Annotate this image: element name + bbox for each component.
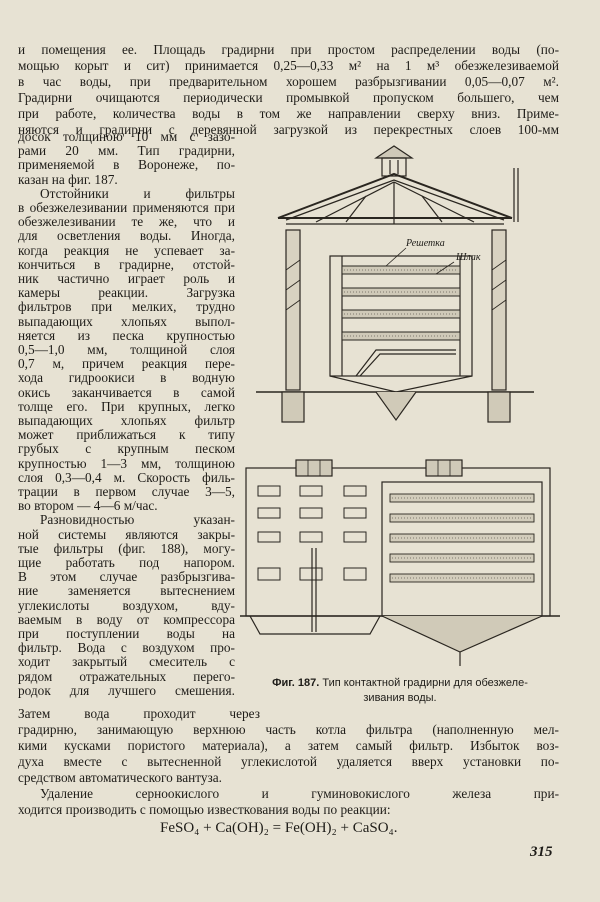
- text-line: Разновидностью указан-: [40, 512, 235, 528]
- caption-text: Тип контактной градирни для обезжеле-: [322, 677, 528, 689]
- reaction-formula: FeSO₄ + Ca(OH)₂ = Fe(OH)₂ + CaSO₄.: [160, 820, 398, 836]
- text-line: щие работать под напором.: [18, 555, 235, 570]
- text-line: фильтр. Вода с воздухом про-: [18, 640, 235, 656]
- text-line: применяемой в Воронеже, по-: [18, 157, 235, 173]
- text-line: рами 20 мм. Тип градирни,: [18, 143, 235, 159]
- text-line: кими кусками пористого материала), а зат…: [18, 738, 559, 753]
- text-line: казан на фиг. 187.: [18, 171, 118, 187]
- text-line: Удаление серноокислого и гуминовокислого…: [40, 786, 559, 801]
- text-line: средством автоматического вантуза.: [18, 770, 222, 785]
- text-line: ние заменяется вытеснением: [18, 583, 235, 599]
- text-line: фильтров при мелких, трудно: [18, 299, 235, 315]
- text-line: досок толщиною 10 мм с зазо-: [18, 129, 235, 144]
- text-line: слоя 0,3—0,4 м. Скорость филь-: [18, 469, 235, 485]
- text-line: ходится производить с помощью известкова…: [18, 802, 391, 817]
- text-line: В этом случае разбрызгива-: [18, 569, 235, 585]
- caption-number: Фиг. 187.: [272, 677, 320, 689]
- text-line: градирню, занимающую верхнюю часть котла…: [18, 722, 559, 737]
- text-line: в обезжелезивании применяются при: [18, 200, 235, 215]
- text-line: тые фильтры (фиг. 188), могу-: [18, 540, 235, 556]
- text-line: 0,5—1,0 мм, толщиной слоя: [18, 342, 235, 357]
- text-line: Затем вода проходит через: [18, 706, 260, 721]
- text-line: может приближаться к типу: [18, 427, 235, 443]
- text-line: родок для лучшего смешения.: [18, 682, 235, 698]
- figure-187-section: Решетка Шлак: [256, 145, 534, 423]
- text-line: крупностью 1—3 мм, толщиною: [18, 455, 235, 471]
- page-number: 315: [530, 844, 553, 860]
- text-line: няются и градирни с деревянной загрузкой…: [18, 122, 559, 137]
- text-line: хода гидроокиси в водную: [18, 370, 235, 386]
- text-line: ходит закрытый смеситель с: [18, 654, 235, 670]
- figure-187-plan: [240, 459, 560, 666]
- text-line: Отстойники и фильтры: [40, 185, 235, 201]
- text-line: ваемым в воду от компрессора: [18, 611, 235, 627]
- text-line: для осветления воды. Иногда,: [18, 228, 235, 244]
- text-line: толще его. При крупных, легко: [18, 398, 235, 414]
- text-line: ной системы являются закры-: [18, 526, 235, 542]
- text-line: Градирни очищаются периодически промывко…: [18, 90, 559, 105]
- text-line: выпадающих хлопьях фильтр: [18, 413, 235, 428]
- text-line: духа вместе с вытесненной углекислотой у…: [18, 754, 559, 769]
- text-line: няется из песка крупностью: [18, 327, 235, 343]
- text-line: мощью корыт и сит) принимается 0,25—0,33…: [18, 58, 559, 73]
- text-line: ник частично играет роль и: [18, 271, 235, 286]
- text-line: выпадающих хлопьях выпол-: [18, 313, 235, 329]
- text-line: во втором — 4—6 м/час.: [18, 498, 158, 514]
- text-line: когда реакция не успевает за-: [18, 242, 235, 258]
- text-line: камеры реакции. Загрузка: [18, 285, 235, 301]
- text-line: при работе, количества воды в том же нап…: [18, 106, 559, 121]
- text-line: грубых с крупным песком: [18, 441, 235, 457]
- text-line: обезжелезивании те же, что и: [18, 214, 235, 230]
- text-line: при поступлении воды на: [18, 626, 235, 641]
- text-line: и помещения ее. Площадь градирни при про…: [18, 42, 559, 57]
- text-line: рядом отражательных перего-: [18, 668, 235, 684]
- text-line: 0,7 м, причем реакция пере-: [18, 356, 235, 372]
- text-line: трации в первом случае 3—5,: [18, 484, 235, 499]
- text-line: углекислоты воздухом, вду-: [18, 597, 235, 613]
- label-grid: Решетка: [405, 238, 445, 249]
- text-line: окись заканчивается в самой: [18, 384, 235, 400]
- figure-caption: Фиг. 187. Тип контактной градирни для об…: [250, 676, 550, 706]
- caption-text-2: зивания воды.: [363, 692, 437, 704]
- text-line: кончиться в градирне, отстой-: [18, 256, 235, 272]
- label-slag: Шлак: [455, 252, 481, 263]
- text-line: в час воды, при предварительном хорошем …: [18, 74, 559, 89]
